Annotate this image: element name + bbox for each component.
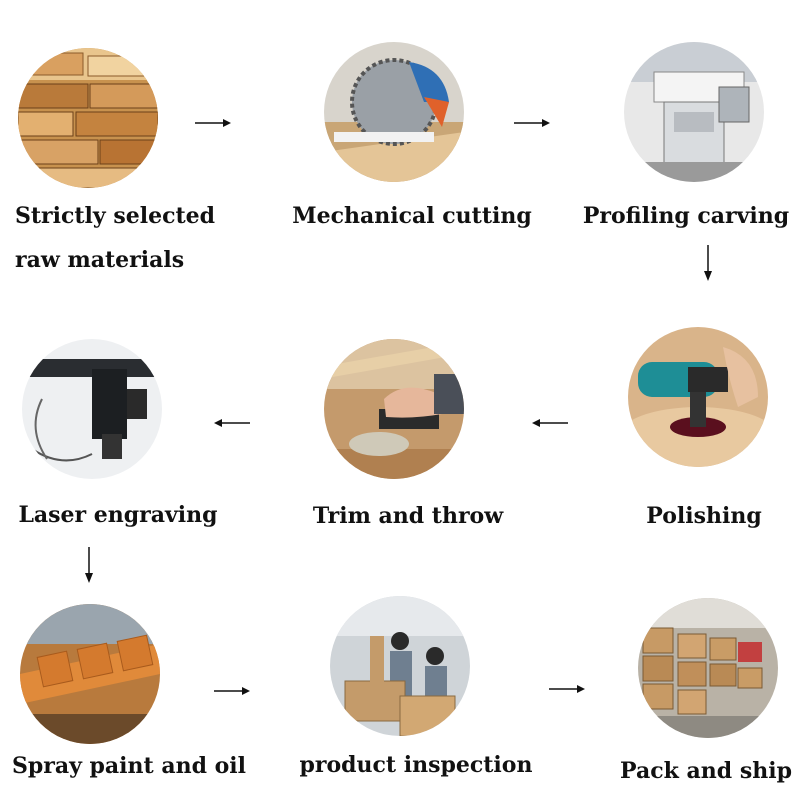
step-5-image-hand-sander <box>324 339 464 479</box>
arrow-7-right <box>212 681 252 701</box>
step-2-image-circular-saw <box>324 42 464 182</box>
step-4-label: Polishing <box>574 494 800 538</box>
step-3-image-cnc-machine <box>624 42 764 182</box>
step-7-image-painted-frame <box>20 604 160 744</box>
step-8-label: product inspection <box>286 743 546 787</box>
arrow-8-right <box>547 679 587 699</box>
arrow-5-left <box>212 413 252 433</box>
arrow-2-right <box>512 113 552 133</box>
step-2-label: Mechanical cutting <box>282 194 542 238</box>
step-6-label: Laser engraving <box>0 493 248 537</box>
step-5-label: Trim and throw <box>278 494 538 538</box>
arrow-3-down <box>698 243 718 283</box>
step-6-image-laser-engraver <box>22 339 162 479</box>
step-9-image-warehouse-boxes <box>638 598 778 738</box>
arrow-1-right <box>193 113 233 133</box>
step-9-label: Pack and ship <box>576 749 800 793</box>
step-3-label: Profiling carving <box>556 194 800 238</box>
step-1-label: Strictly selected raw materials <box>15 194 215 282</box>
arrow-6-down <box>79 545 99 585</box>
step-1-image-stacked-lumber <box>18 48 158 188</box>
arrow-4-left <box>530 413 570 433</box>
step-8-image-workers-inspecting <box>330 596 470 736</box>
step-4-image-angle-grinder <box>628 327 768 467</box>
step-7-label: Spray paint and oil <box>0 744 259 788</box>
